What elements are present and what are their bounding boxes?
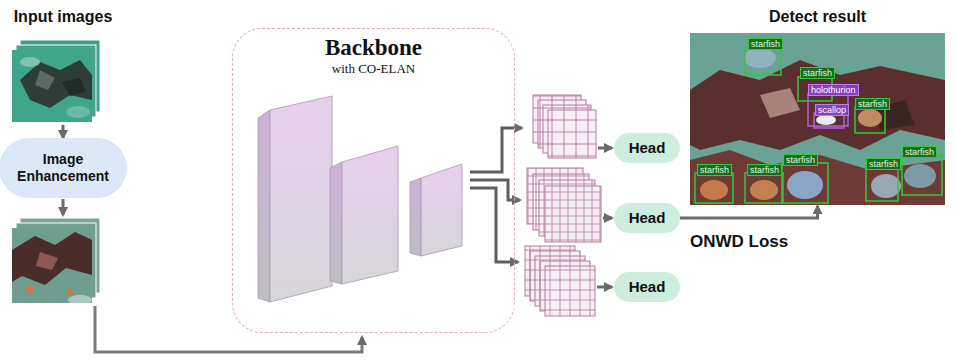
starfish-shape	[700, 180, 728, 200]
flow-arrow	[597, 286, 612, 289]
detection-label: holothurion	[808, 84, 859, 96]
image-ground	[12, 228, 92, 303]
flow-arrow	[95, 306, 362, 352]
detection-boxes	[695, 47, 942, 203]
node-title: Input images	[14, 8, 113, 26]
detection-box	[782, 163, 828, 203]
backbone-region: Backbonewith CO-ELAN	[232, 28, 515, 333]
feature-map	[545, 266, 595, 316]
starfish-shape	[787, 171, 823, 199]
head-pill: Head	[614, 133, 680, 163]
detection-box	[855, 107, 885, 133]
feature-slab	[421, 164, 462, 256]
head-pill: Head	[614, 203, 680, 233]
coral-shape	[690, 150, 945, 205]
starfish-shape	[750, 180, 778, 200]
light-patch	[68, 295, 92, 303]
feature-slab	[410, 178, 421, 256]
node-title: Head	[629, 139, 666, 157]
flow-connector	[62, 125, 65, 138]
head-pill: Head	[614, 272, 680, 302]
detection-label: starfish	[748, 38, 783, 50]
node-title: Head	[629, 278, 666, 296]
detection-label: starfish	[783, 154, 818, 166]
detection-label: starfish	[747, 164, 782, 176]
flow-arrow	[62, 199, 65, 215]
feature-map	[545, 186, 601, 242]
detection-box	[745, 173, 783, 203]
feature-slab	[342, 146, 398, 284]
starfish-shape	[744, 48, 776, 68]
starfish-shape	[904, 164, 936, 188]
detection-label: scallop	[815, 104, 849, 116]
enhanced-image	[12, 228, 92, 303]
starfish-shape	[871, 174, 901, 198]
node-title: Backbone	[325, 35, 422, 61]
starfish-dot	[67, 289, 73, 295]
rock-shape	[20, 60, 92, 108]
detection-label: starfish	[902, 146, 937, 158]
detection-box	[866, 167, 898, 201]
rock-shape	[760, 88, 800, 118]
flow-connector	[680, 206, 818, 218]
detection-label: starfish	[855, 98, 890, 110]
feature-slab	[330, 162, 342, 284]
image-ground	[12, 50, 92, 122]
flow-arrow	[598, 147, 612, 150]
flow-arrow	[603, 217, 612, 220]
starfish-dot	[26, 286, 34, 294]
result-image	[690, 33, 945, 205]
rock-shape	[35, 70, 55, 90]
light-patch	[20, 57, 40, 67]
detection-box	[745, 47, 781, 75]
feature-slab	[258, 110, 270, 302]
input-image	[12, 50, 92, 122]
light-patch	[66, 106, 90, 118]
feature-map	[548, 110, 596, 158]
coral-shape	[690, 60, 945, 150]
coral-shape	[12, 232, 92, 285]
image-stack: Input images	[5, 5, 121, 125]
process-pill: Image Enhancement	[0, 138, 127, 198]
connector-label: ONWD Loss	[688, 232, 790, 252]
flow-arrow	[470, 188, 518, 262]
starfish-shape	[858, 109, 882, 127]
rock-shape	[62, 78, 86, 96]
node-subtitle: with CO-ELAN	[233, 61, 514, 77]
node-title: Image Enhancement	[0, 151, 127, 185]
detection-box	[695, 173, 733, 203]
feature-slab	[270, 96, 332, 302]
image-ground	[690, 33, 945, 205]
detection-box	[902, 155, 942, 195]
node-title: Head	[629, 209, 666, 227]
detection-label: starfish	[866, 158, 901, 170]
detection-label: starfish	[800, 67, 835, 79]
detection-label: starfish	[697, 164, 732, 176]
scallop-shape	[816, 115, 836, 125]
coral-shape	[36, 252, 58, 270]
node-title: Detect result	[769, 8, 866, 26]
